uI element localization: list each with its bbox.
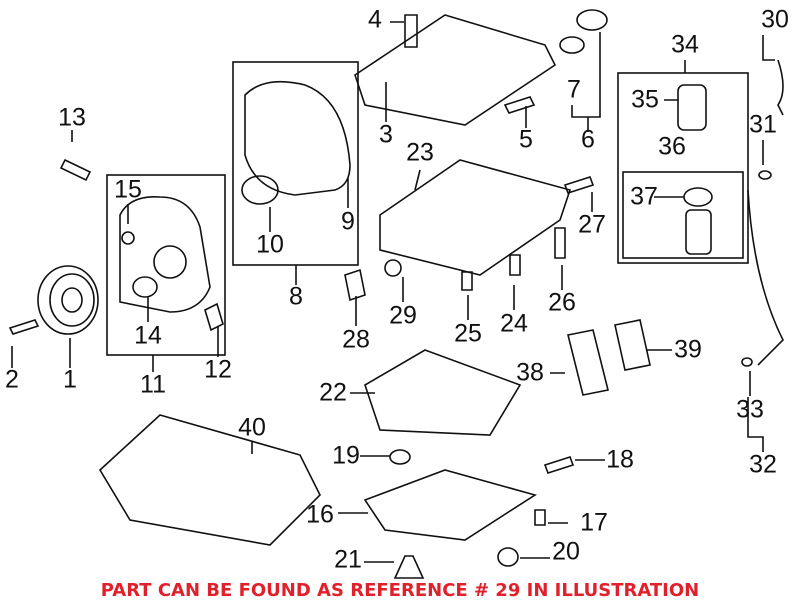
callout-35: 35 <box>631 85 659 114</box>
part-valve-cover <box>354 14 557 126</box>
part-lower-pan-16 <box>363 469 537 541</box>
group-box-11 <box>106 174 226 356</box>
group-box-8 <box>232 61 359 266</box>
part-oring-31 <box>758 170 772 180</box>
callout-40: 40 <box>238 413 266 442</box>
part-bolt-26 <box>554 227 566 259</box>
part-bolt-2 <box>8 319 40 335</box>
callout-17: 17 <box>580 508 608 537</box>
callout-11: 11 <box>140 370 166 399</box>
part-bolt-17 <box>534 509 546 526</box>
part-cooler-38 <box>567 329 609 396</box>
callout-1: 1 <box>63 365 77 394</box>
part-seal-10 <box>241 175 279 205</box>
part-handle-30 <box>777 59 784 116</box>
callout-20: 20 <box>552 537 580 566</box>
callout-5: 5 <box>519 125 533 154</box>
callout-33: 33 <box>736 395 764 424</box>
leader-lines <box>11 21 775 563</box>
callout-8: 8 <box>289 282 303 311</box>
callout-18: 18 <box>606 445 634 474</box>
callout-3: 3 <box>379 120 393 149</box>
group-box-36 <box>622 171 744 259</box>
part-intake-manifold-40 <box>98 414 321 546</box>
group-box-34 <box>617 72 749 264</box>
callout-22: 22 <box>319 378 347 407</box>
part-pulley <box>37 265 99 335</box>
part-sensor-18 <box>543 456 575 474</box>
callout-23: 23 <box>406 138 434 167</box>
callout-28: 28 <box>342 325 370 354</box>
part-sensor-28 <box>344 268 366 302</box>
callout-19: 19 <box>332 441 360 470</box>
callout-12: 12 <box>204 355 232 384</box>
part-oring-29 <box>384 259 402 277</box>
callout-32: 32 <box>749 450 777 479</box>
part-plug-20 <box>497 547 519 567</box>
callout-24: 24 <box>500 309 528 338</box>
part-oring-37 <box>683 187 713 207</box>
callout-2: 2 <box>5 365 19 394</box>
callout-25: 25 <box>454 319 482 348</box>
callout-6: 6 <box>581 125 595 154</box>
part-oring-33 <box>741 357 753 367</box>
part-seal-7 <box>559 36 585 54</box>
callout-30: 30 <box>761 5 789 34</box>
callout-13: 13 <box>58 103 86 132</box>
reference-note: PART CAN BE FOUND AS REFERENCE # 29 IN I… <box>100 580 700 601</box>
callout-26: 26 <box>548 288 576 317</box>
part-dipstick-32 <box>747 189 784 366</box>
callout-9: 9 <box>341 207 355 236</box>
callout-29: 29 <box>389 301 417 330</box>
part-sensor-5 <box>503 96 536 114</box>
part-gasket-19 <box>389 449 411 465</box>
callout-10: 10 <box>256 230 284 259</box>
callout-34: 34 <box>671 30 699 59</box>
callout-39: 39 <box>674 335 702 364</box>
callout-37: 37 <box>630 182 658 211</box>
callout-21: 21 <box>334 545 362 574</box>
part-sensor-21 <box>393 555 425 579</box>
part-filter-housing-35 <box>677 84 707 131</box>
part-cap-6 <box>576 9 608 31</box>
callout-16: 16 <box>306 500 334 529</box>
part-filter-element <box>685 209 712 255</box>
part-plug-15 <box>121 231 135 245</box>
callout-36: 36 <box>658 132 686 161</box>
callout-7: 7 <box>567 75 581 104</box>
part-head-23 <box>379 159 572 276</box>
part-bolt-4 <box>404 14 418 48</box>
callout-15: 15 <box>114 175 142 204</box>
part-bolt-25 <box>461 271 473 291</box>
part-seal-14 <box>132 276 158 298</box>
callout-31: 31 <box>749 110 777 139</box>
callout-14: 14 <box>134 321 162 350</box>
part-cover-11 <box>119 196 211 313</box>
part-cover-8 <box>244 80 351 196</box>
callout-38: 38 <box>516 358 544 387</box>
part-sensor-13 <box>59 158 92 182</box>
part-gasket-39 <box>614 319 651 371</box>
part-sensor-12 <box>204 302 224 332</box>
part-bolt-24 <box>509 254 521 276</box>
part-upper-pan-22 <box>364 349 522 436</box>
callout-27: 27 <box>578 210 606 239</box>
callout-4: 4 <box>368 5 382 34</box>
part-sensor-27 <box>563 176 595 194</box>
